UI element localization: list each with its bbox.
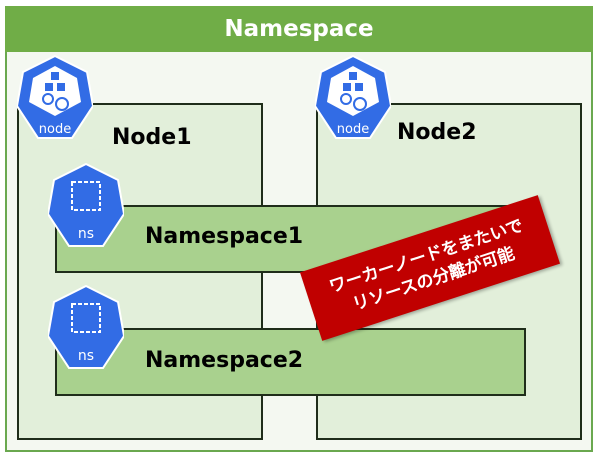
namespace2-bar [55,328,526,396]
node-icon: node [315,54,391,139]
namespace-icon: ns [48,162,124,247]
node2-label: Node2 [397,120,477,145]
namespace-title: Namespace [5,6,593,52]
svg-text:ns: ns [78,348,94,364]
svg-text:ns: ns [78,226,94,242]
svg-text:node: node [39,122,71,137]
namespace2-label: Namespace2 [145,348,304,373]
svg-text:node: node [337,122,369,137]
namespace-icon: ns [48,284,124,369]
node-icon: node [17,54,93,139]
node1-label: Node1 [112,125,192,150]
namespace1-label: Namespace1 [145,224,304,249]
